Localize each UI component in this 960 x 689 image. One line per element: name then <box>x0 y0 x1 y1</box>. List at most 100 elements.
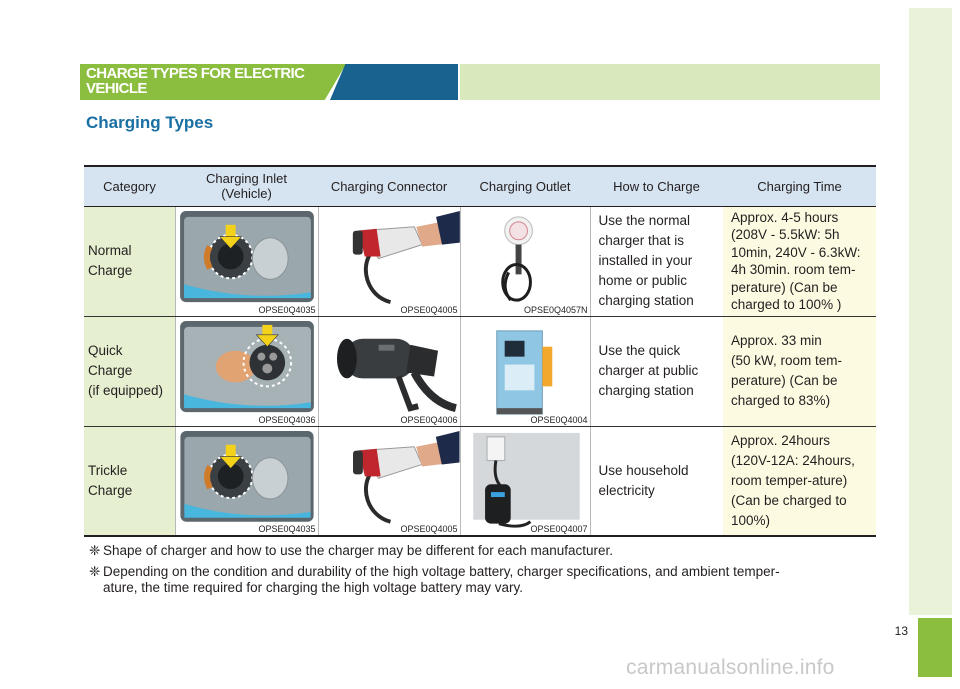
time-line: (50 kW, room tem- <box>731 353 843 368</box>
chapter-title-line1: CHARGE TYPES FOR ELECTRIC <box>86 65 305 82</box>
note-charging-time: ❈ Depending on the condition and durabil… <box>89 564 780 596</box>
outlet-image-cell: OPSE0Q4057N <box>459 206 590 317</box>
header-inlet-line1: Charging Inlet <box>206 171 287 187</box>
category-line: Charge <box>88 482 133 498</box>
side-color-bar <box>909 8 952 615</box>
category-cell: Trickle Charge <box>84 426 175 537</box>
category-cell: Quick Charge (if equipped) <box>84 316 175 427</box>
side-page-tab <box>918 618 952 677</box>
category-line: Trickle <box>88 462 128 478</box>
charging-time-cell: Approx. 4-5 hours (208V - 5.5kW: 5h 10mi… <box>723 206 876 317</box>
header-inlet-line2: (Vehicle) <box>221 186 272 202</box>
charging-inlet-illustration <box>179 210 314 302</box>
category-line: Charge <box>88 263 133 278</box>
time-line: Approx. 24hours <box>731 432 831 448</box>
how-line: Use the normal <box>598 213 691 228</box>
outlet-image-code: OPSE0Q4007 <box>530 524 588 534</box>
how-to-charge-cell: Use the normal charger that is installed… <box>589 206 723 317</box>
how-line: charger that is <box>598 233 685 248</box>
chapter-title: CHARGE TYPES FOR ELECTRIC VEHICLE <box>86 66 336 96</box>
header-charging-connector: Charging Connector <box>318 165 460 207</box>
charging-inlet-illustration <box>179 430 314 522</box>
chapter-banner <box>80 64 346 100</box>
header-charging-outlet: Charging Outlet <box>460 165 590 207</box>
charging-time-cell: Approx. 24hours (120V-12A: 24hours, room… <box>723 426 876 537</box>
time-line: Approx. 33 min <box>731 333 822 348</box>
charging-time-cell: Approx. 33 min (50 kW, room tem- peratur… <box>723 316 876 427</box>
connector-image-cell: OPSE0Q4005 <box>317 426 460 537</box>
table-row: Quick Charge (if equipped) OPSE0Q4 <box>84 316 876 427</box>
header-category: Category <box>84 165 175 207</box>
how-line: home or public <box>598 273 688 288</box>
inlet-image-code: OPSE0Q4035 <box>258 524 316 534</box>
how-line: electricity <box>598 482 655 498</box>
note-text-line1: Depending on the condition and durabilit… <box>103 564 780 579</box>
category-line: Quick <box>88 343 123 358</box>
header-how-to-charge: How to Charge <box>590 165 723 207</box>
how-line: Use household <box>598 462 689 478</box>
watermark: carmanualsonline.info <box>626 656 835 679</box>
charging-connector-illustration <box>352 430 460 524</box>
category-line: (if equipped) <box>88 383 164 398</box>
time-line: Approx. 4-5 hours <box>731 209 839 225</box>
chapter-banner-accent <box>330 64 458 100</box>
connector-image-code: OPSE0Q4005 <box>400 304 458 315</box>
note-marker-icon: ❈ <box>89 564 101 579</box>
table-row: Trickle Charge OPSE0Q4035 <box>84 426 876 537</box>
charging-types-table: Category Charging Inlet (Vehicle) Chargi… <box>84 165 876 537</box>
how-line: Use the quick <box>598 343 681 358</box>
time-line: 4h 30min. room tem- <box>731 262 856 277</box>
note-charger-shape: ❈Shape of charger and how to use the cha… <box>89 543 613 559</box>
connector-image-code: OPSE0Q4006 <box>400 414 458 425</box>
how-line: installed in your <box>598 253 693 268</box>
note-text: Shape of charger and how to use the char… <box>103 543 614 558</box>
time-line: charged to 83%) <box>731 393 831 408</box>
how-line: charging station <box>598 383 694 398</box>
time-line: 100%) <box>731 512 771 528</box>
outlet-image-code: OPSE0Q4004 <box>530 414 588 425</box>
chapter-title-line2: VEHICLE <box>86 80 147 97</box>
header-charging-time: Charging Time <box>723 165 876 207</box>
charging-inlet-illustration <box>179 320 314 412</box>
time-line: perature) (Can be <box>731 279 838 295</box>
how-line: charging station <box>598 293 694 308</box>
table-header-row: Category Charging Inlet (Vehicle) Chargi… <box>84 165 876 207</box>
note-text-line2: ature, the time required for charging th… <box>103 580 523 595</box>
chapter-banner-fill <box>460 64 880 100</box>
connector-image-cell: OPSE0Q4005 <box>317 206 460 317</box>
category-cell: Normal Charge <box>84 206 175 317</box>
connector-image-code: OPSE0Q4005 <box>400 524 458 534</box>
how-line: charger at public <box>598 363 699 378</box>
category-line: Charge <box>88 363 133 378</box>
category-line: Normal <box>88 243 132 258</box>
inlet-image-cell: OPSE0Q4036 <box>174 316 318 427</box>
connector-image-cell: OPSE0Q4006 <box>317 316 460 427</box>
charging-connector-illustration <box>352 210 460 304</box>
inlet-image-code: OPSE0Q4036 <box>258 414 316 425</box>
charging-outlet-illustration <box>495 329 552 415</box>
how-to-charge-cell: Use household electricity <box>589 426 723 537</box>
time-line: (208V - 5.5kW: 5h <box>731 227 840 242</box>
header-charging-inlet: Charging Inlet (Vehicle) <box>175 165 318 207</box>
how-to-charge-cell: Use the quick charger at public charging… <box>589 316 723 427</box>
time-line: room temper-ature) <box>731 472 848 488</box>
note-marker-icon: ❈ <box>89 543 101 558</box>
outlet-image-cell: OPSE0Q4007 <box>459 426 590 537</box>
time-line: 10min, 240V - 6.3kW: <box>731 244 861 260</box>
time-line: (Can be charged to <box>731 492 847 508</box>
section-title: Charging Types <box>86 113 214 132</box>
charging-connector-illustration <box>336 338 457 412</box>
outlet-image-cell: OPSE0Q4004 <box>459 316 590 427</box>
page-number: 13 <box>894 624 908 638</box>
inlet-image-cell: OPSE0Q4035 <box>174 426 318 537</box>
inlet-image-cell: OPSE0Q4035 <box>174 206 318 317</box>
inlet-image-code: OPSE0Q4035 <box>258 304 316 315</box>
table-row: Normal Charge OPSE0Q4035 <box>84 206 876 317</box>
charging-outlet-illustration <box>500 215 533 302</box>
note-text: Depending on the condition and durabilit… <box>103 564 780 596</box>
charging-outlet-illustration <box>472 432 580 528</box>
time-line: charged to 100% ) <box>731 297 842 312</box>
time-line: perature) (Can be <box>731 373 838 388</box>
time-line: (120V-12A: 24hours, <box>731 452 855 468</box>
outlet-image-code: OPSE0Q4057N <box>523 304 588 315</box>
